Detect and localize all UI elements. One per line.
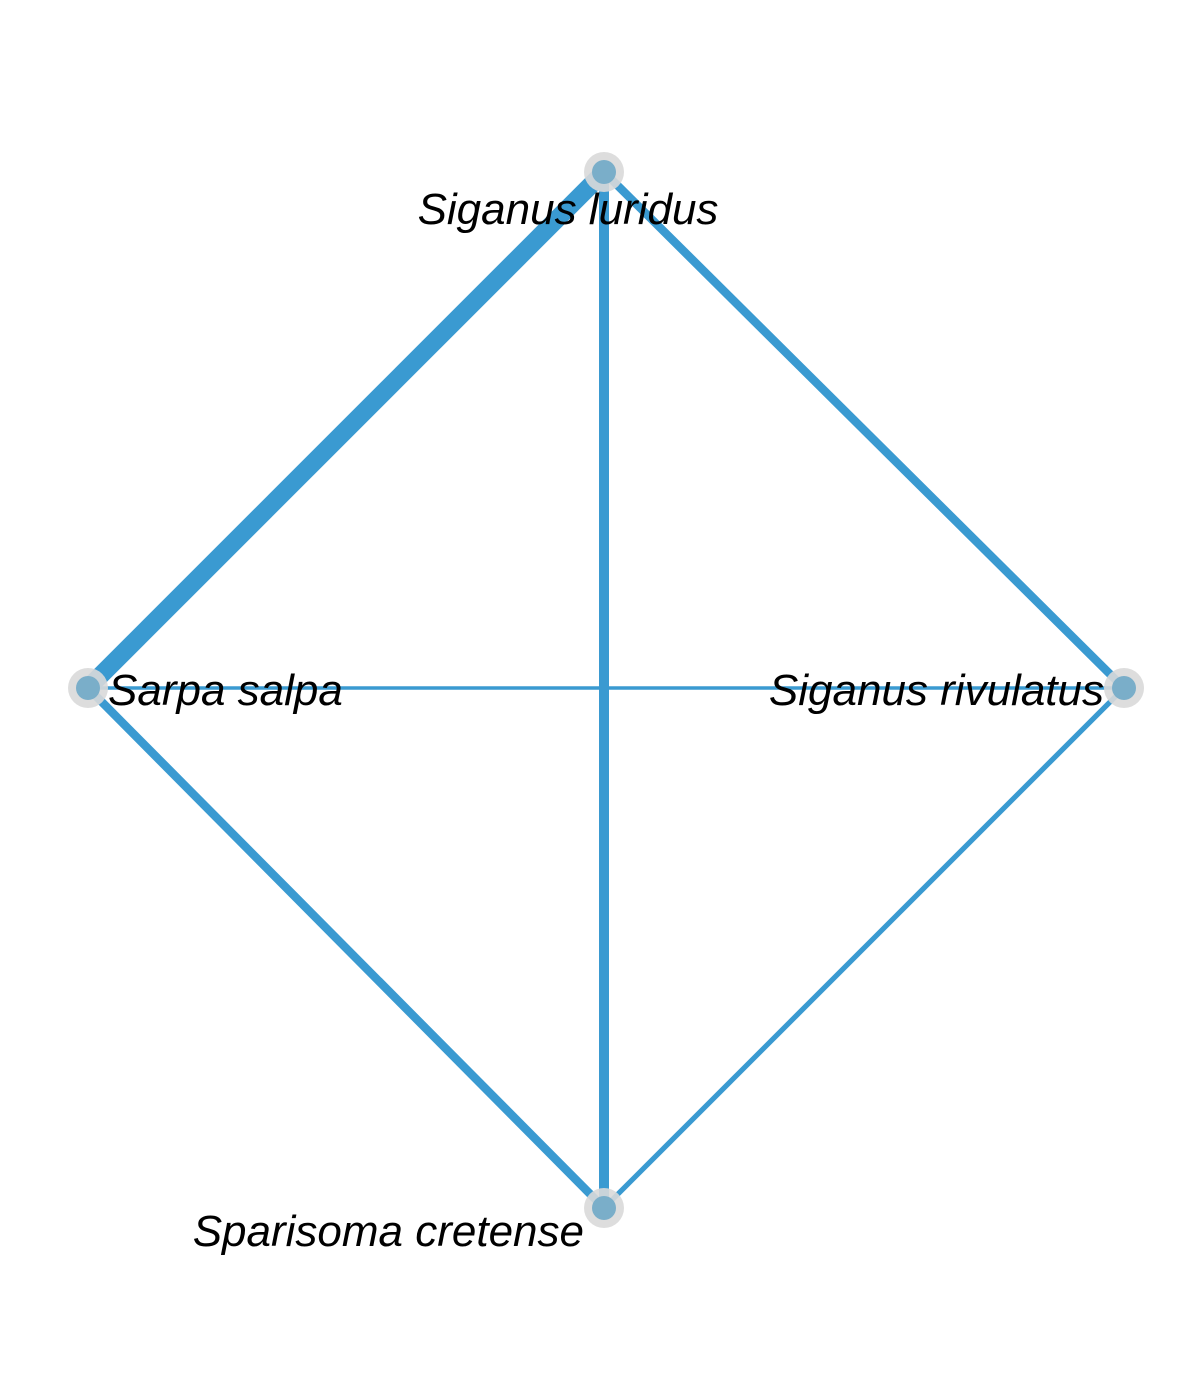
node-core-siganus-luridus	[592, 160, 616, 184]
node-core-siganus-rivulatus	[1112, 676, 1136, 700]
node-sarpa-salpa	[68, 668, 108, 708]
node-label-siganus-luridus: Siganus luridus	[418, 185, 719, 234]
edges-layer	[81, 165, 1127, 1211]
node-core-sparisoma-cretense	[592, 1196, 616, 1220]
edge-siganus-luridus-sarpa-salpa	[81, 165, 611, 695]
node-label-sparisoma-cretense: Sparisoma cretense	[193, 1207, 584, 1256]
node-sparisoma-cretense	[584, 1188, 624, 1228]
edge-sarpa-salpa-sparisoma-cretense	[85, 685, 607, 1211]
node-label-sarpa-salpa: Sarpa salpa	[108, 666, 343, 715]
edge-siganus-luridus-siganus-rivulatus	[601, 169, 1127, 691]
node-label-siganus-rivulatus: Siganus rivulatus	[769, 666, 1104, 715]
edge-siganus-rivulatus-sparisoma-cretense	[602, 686, 1126, 1210]
node-siganus-rivulatus	[1104, 668, 1144, 708]
node-siganus-luridus	[584, 152, 624, 192]
node-core-sarpa-salpa	[76, 676, 100, 700]
nodes-layer	[68, 152, 1144, 1228]
